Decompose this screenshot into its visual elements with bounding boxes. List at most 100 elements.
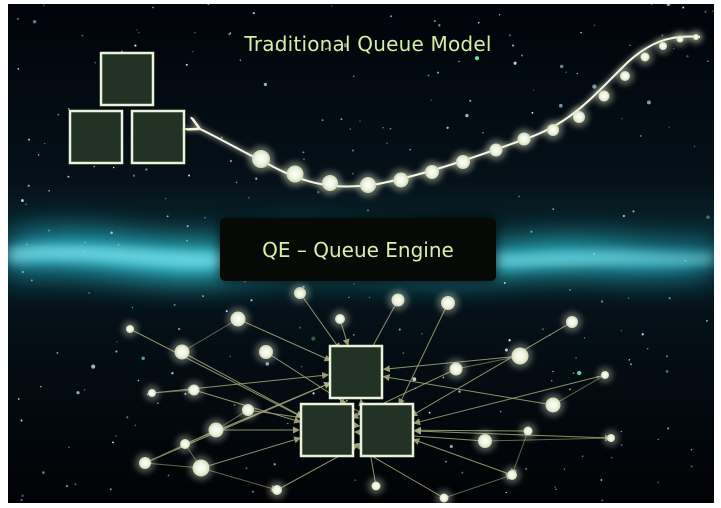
star bbox=[275, 48, 278, 50]
curve-node bbox=[659, 42, 667, 50]
star bbox=[245, 467, 248, 470]
star bbox=[349, 128, 352, 131]
star bbox=[113, 166, 115, 169]
star bbox=[145, 168, 148, 171]
network-arrow bbox=[237, 318, 332, 362]
star bbox=[531, 111, 534, 114]
star bbox=[445, 460, 447, 463]
star bbox=[109, 488, 112, 491]
star bbox=[229, 32, 232, 34]
star bbox=[446, 126, 449, 129]
star bbox=[325, 48, 327, 50]
star bbox=[641, 333, 644, 336]
star bbox=[74, 483, 77, 486]
star bbox=[409, 149, 411, 151]
star bbox=[233, 404, 236, 407]
star bbox=[173, 303, 176, 306]
traditional-queue-stack bbox=[68, 51, 186, 165]
network-node bbox=[601, 371, 609, 379]
star bbox=[20, 199, 24, 202]
star bbox=[686, 55, 689, 58]
star bbox=[138, 31, 140, 34]
star bbox=[668, 126, 670, 128]
star bbox=[188, 174, 191, 177]
star bbox=[327, 47, 329, 50]
network-node bbox=[242, 404, 254, 416]
star bbox=[442, 376, 445, 379]
star bbox=[552, 370, 554, 373]
network-node bbox=[439, 493, 449, 503]
star bbox=[265, 362, 270, 366]
star bbox=[317, 191, 320, 194]
star bbox=[622, 214, 626, 218]
star bbox=[352, 149, 354, 152]
engine-box-left bbox=[299, 402, 355, 458]
network-node bbox=[192, 459, 210, 477]
star bbox=[235, 181, 238, 184]
star bbox=[255, 177, 258, 180]
queue-engine-label: QE – Queue Engine bbox=[262, 237, 454, 262]
star bbox=[83, 389, 86, 391]
star bbox=[229, 159, 233, 163]
star bbox=[353, 283, 355, 285]
star bbox=[207, 4, 210, 6]
star bbox=[40, 385, 42, 388]
star bbox=[477, 21, 480, 24]
star bbox=[628, 359, 631, 361]
curve-node bbox=[489, 143, 503, 157]
star bbox=[56, 351, 59, 354]
star bbox=[499, 410, 502, 413]
network-arrow bbox=[181, 351, 304, 418]
star bbox=[115, 435, 117, 437]
star bbox=[239, 59, 241, 61]
network-node bbox=[126, 325, 134, 333]
star bbox=[26, 243, 28, 246]
star bbox=[706, 320, 708, 322]
star bbox=[518, 195, 520, 198]
star bbox=[386, 142, 388, 144]
star bbox=[225, 310, 228, 313]
star bbox=[94, 61, 97, 64]
star bbox=[580, 31, 582, 34]
star bbox=[577, 370, 582, 376]
star bbox=[673, 47, 675, 50]
star bbox=[592, 252, 596, 255]
diagram-title: Traditional Queue Model bbox=[244, 32, 492, 56]
star bbox=[511, 44, 515, 47]
star bbox=[177, 327, 181, 331]
space-background-diagram bbox=[8, 4, 714, 503]
star bbox=[690, 465, 693, 468]
star bbox=[352, 333, 355, 336]
star bbox=[389, 127, 392, 130]
star bbox=[67, 107, 70, 111]
star bbox=[152, 6, 154, 9]
star bbox=[563, 468, 566, 470]
curve-node bbox=[456, 155, 470, 169]
curve-node bbox=[517, 132, 531, 146]
star bbox=[311, 336, 316, 341]
star bbox=[116, 341, 118, 343]
star bbox=[164, 197, 167, 200]
curve-node bbox=[286, 165, 304, 183]
star bbox=[665, 355, 668, 358]
star bbox=[449, 444, 453, 449]
queue-engine-stack bbox=[299, 344, 415, 458]
star bbox=[117, 244, 120, 246]
star bbox=[412, 377, 417, 382]
star bbox=[321, 119, 324, 121]
star bbox=[601, 300, 604, 303]
star bbox=[554, 486, 556, 488]
star bbox=[193, 121, 196, 123]
network-arrow bbox=[151, 372, 330, 394]
star bbox=[461, 471, 464, 474]
star bbox=[402, 352, 405, 354]
star bbox=[84, 241, 86, 244]
star bbox=[43, 4, 45, 6]
star bbox=[665, 370, 669, 373]
star bbox=[650, 4, 653, 6]
network-node bbox=[441, 296, 455, 310]
star bbox=[91, 364, 96, 369]
star bbox=[185, 63, 188, 66]
star bbox=[682, 6, 685, 9]
curve-node bbox=[393, 172, 409, 188]
